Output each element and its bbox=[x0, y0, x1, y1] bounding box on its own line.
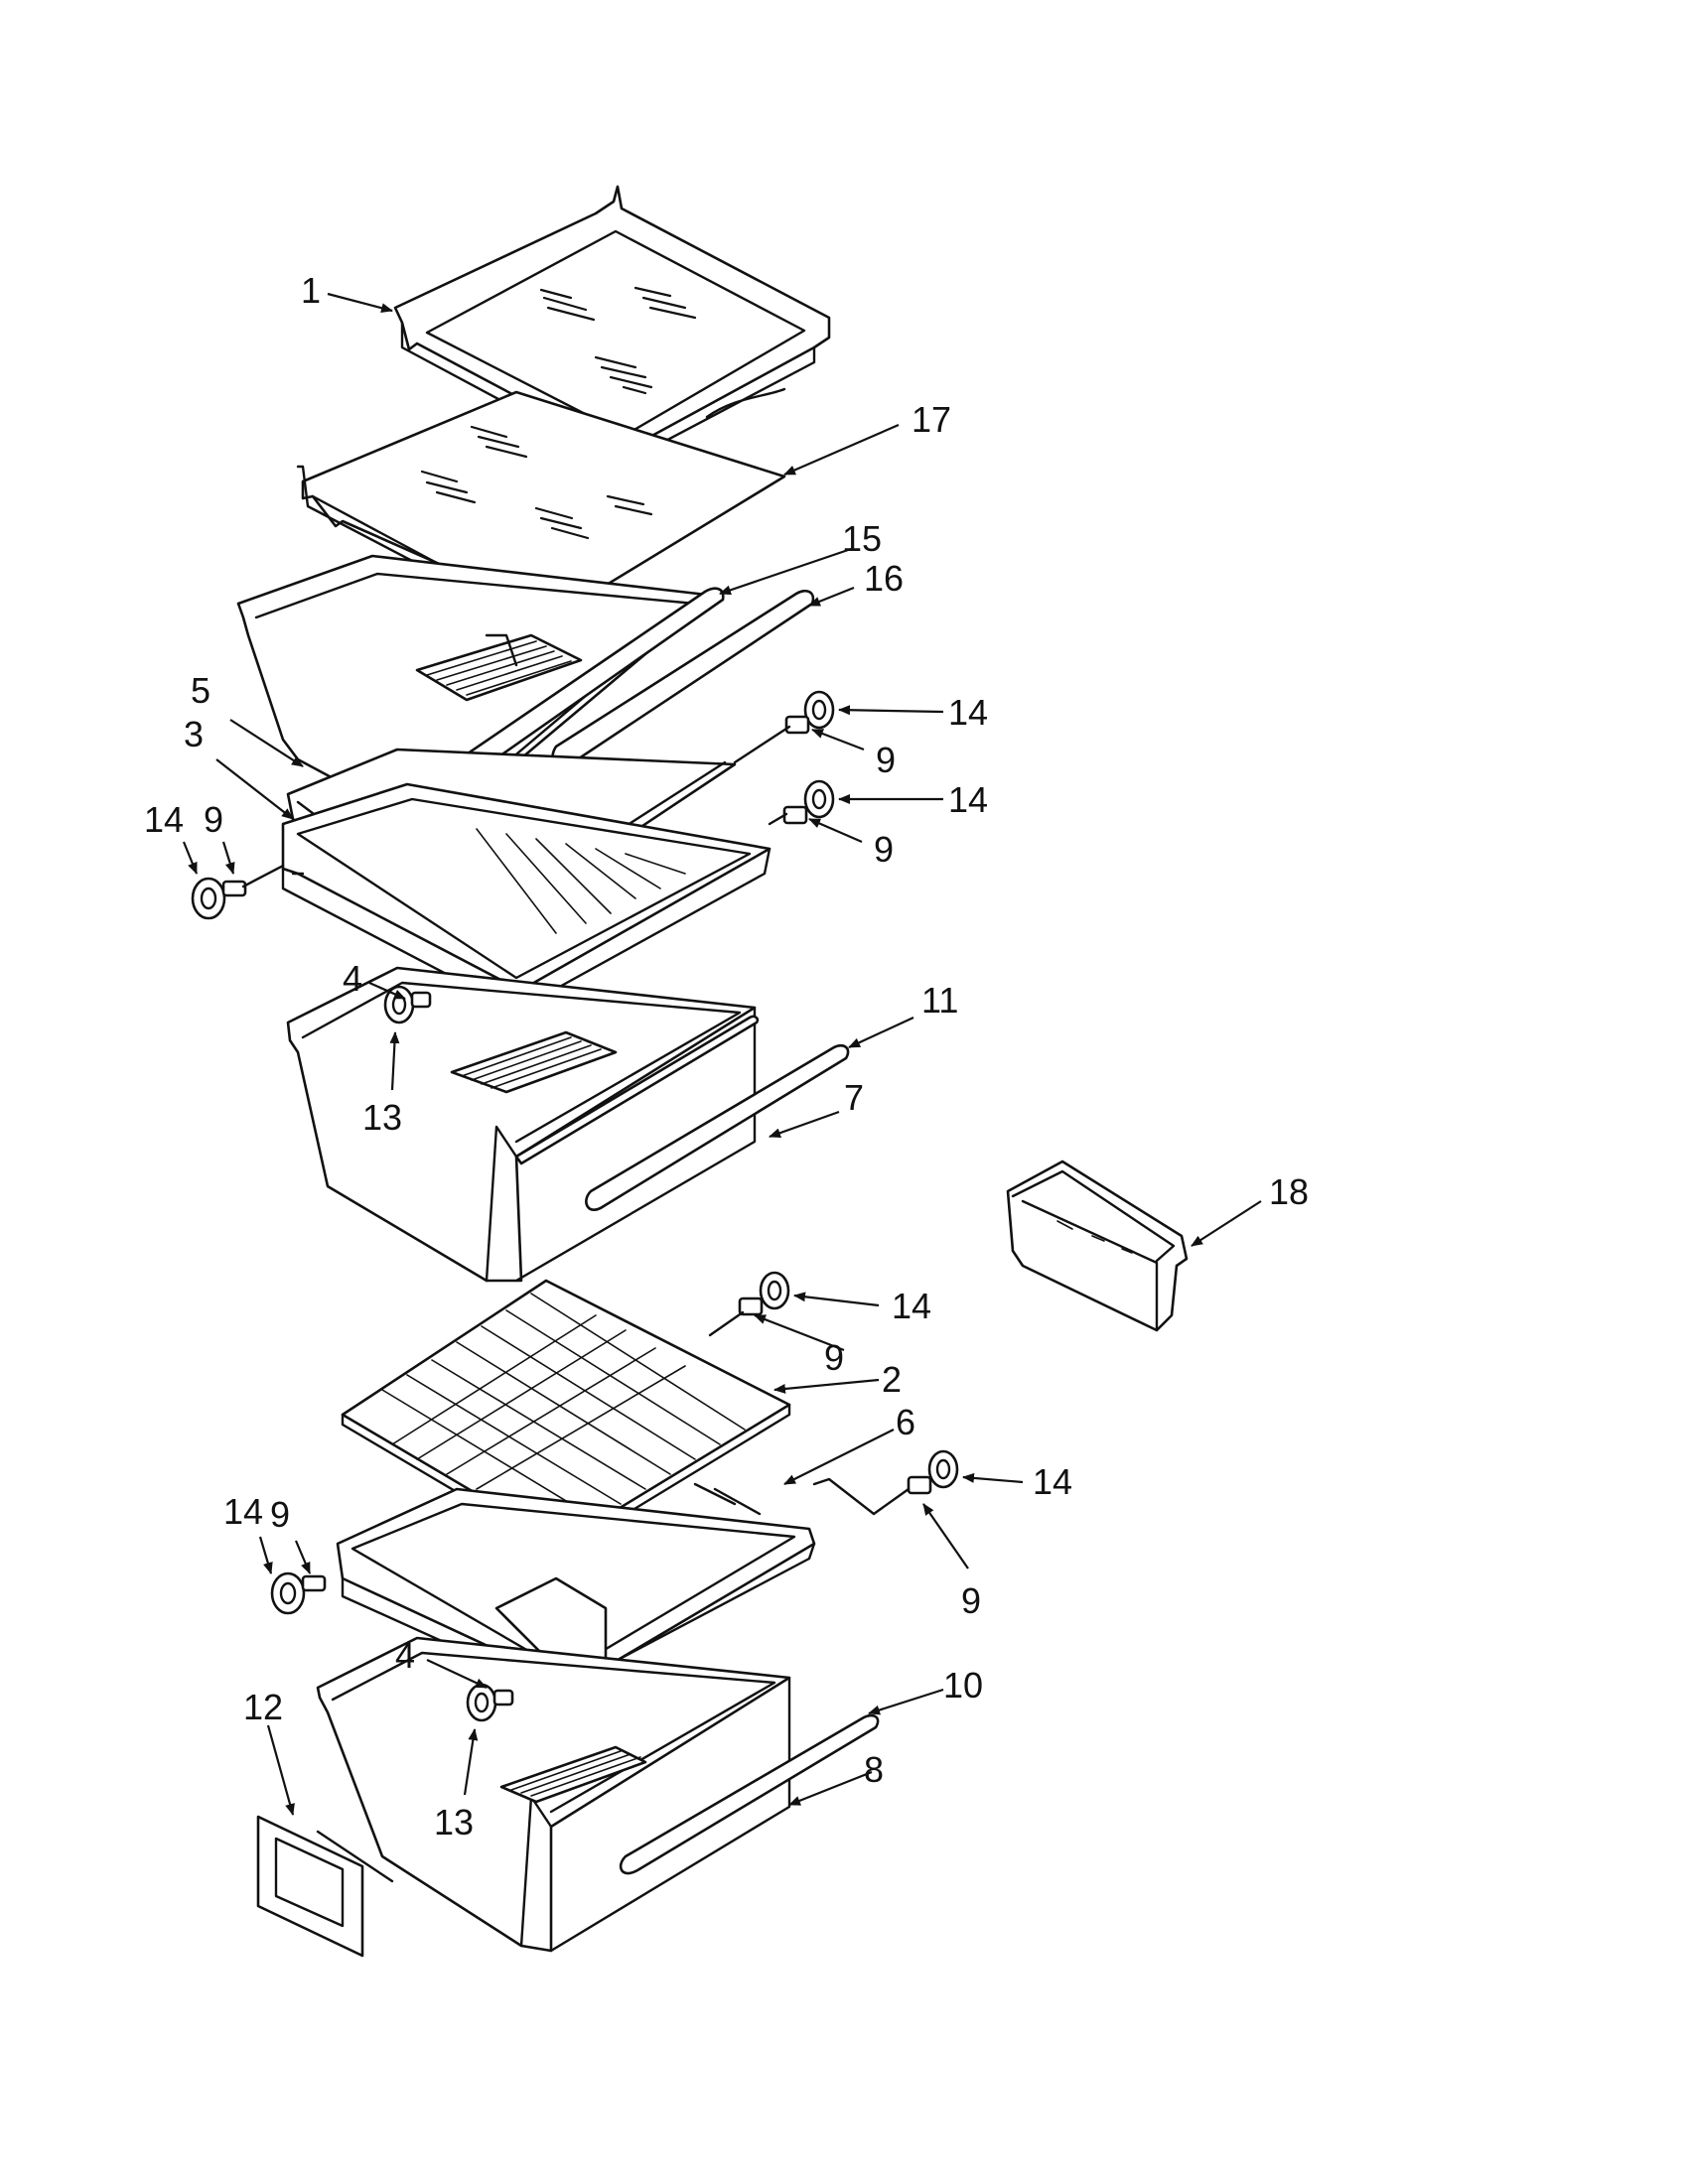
callout-14-d: 14 bbox=[892, 1286, 931, 1326]
part-8-lower-crisper-drawer bbox=[316, 1636, 880, 1953]
hardware-roller-14-a bbox=[803, 690, 835, 730]
hardware-roller-14-c bbox=[191, 864, 285, 920]
callout-5: 5 bbox=[191, 670, 210, 711]
callout-4-a: 4 bbox=[343, 958, 362, 999]
callout-9-f: 9 bbox=[270, 1494, 290, 1535]
hardware-spacer-9-a bbox=[733, 715, 810, 764]
callout-14-c: 14 bbox=[948, 779, 988, 820]
callout-1: 1 bbox=[301, 270, 321, 311]
callout-18: 18 bbox=[1269, 1171, 1309, 1212]
callout-14-b: 14 bbox=[948, 692, 988, 733]
callout-9-b: 9 bbox=[876, 740, 896, 780]
callout-7: 7 bbox=[844, 1077, 864, 1118]
callout-14-e: 14 bbox=[1033, 1461, 1072, 1502]
callout-8: 8 bbox=[864, 1749, 884, 1790]
callout-9-c: 9 bbox=[874, 829, 894, 870]
hardware-roller-14-e bbox=[812, 1449, 959, 1516]
callout-13-a: 13 bbox=[362, 1097, 402, 1138]
part-2-lower-glass-shelf bbox=[341, 1279, 791, 1556]
callout-17: 17 bbox=[912, 399, 951, 440]
part-7-middle-crisper-drawer bbox=[286, 966, 850, 1283]
callout-11: 11 bbox=[921, 980, 958, 1021]
hardware-roller-13-b bbox=[466, 1683, 514, 1722]
callout-4-b: 4 bbox=[395, 1635, 415, 1676]
callout-9-a: 9 bbox=[204, 799, 223, 840]
callout-10: 10 bbox=[943, 1665, 983, 1706]
callout-14-a: 14 bbox=[144, 799, 184, 840]
callout-labels: 1 17 15 16 5 3 14 9 14 9 14 9 4 13 11 7 … bbox=[144, 270, 1309, 1843]
leader-lines bbox=[182, 292, 1262, 1816]
callout-15: 15 bbox=[842, 518, 882, 559]
callout-3: 3 bbox=[184, 714, 204, 754]
callout-16: 16 bbox=[864, 558, 904, 599]
part-12-label-card bbox=[256, 1815, 394, 1958]
callout-13-b: 13 bbox=[434, 1802, 474, 1843]
callout-6: 6 bbox=[896, 1402, 915, 1442]
callout-2: 2 bbox=[882, 1359, 902, 1400]
callout-9-e: 9 bbox=[961, 1580, 981, 1621]
hardware-roller-14-d bbox=[708, 1271, 790, 1337]
hardware-roller-14-b bbox=[803, 779, 835, 819]
hardware-roller-14-f bbox=[270, 1571, 327, 1615]
hardware-roller-13-a bbox=[383, 985, 432, 1024]
callout-9-d: 9 bbox=[824, 1337, 844, 1378]
part-18-storage-bin bbox=[1006, 1160, 1189, 1332]
part-6-lower-cover-frame bbox=[336, 1482, 816, 1695]
hardware-spacer-9-b bbox=[768, 805, 808, 826]
callout-12: 12 bbox=[243, 1687, 283, 1727]
callout-14-f: 14 bbox=[223, 1491, 263, 1532]
part-1-shelf-frame bbox=[393, 185, 831, 467]
